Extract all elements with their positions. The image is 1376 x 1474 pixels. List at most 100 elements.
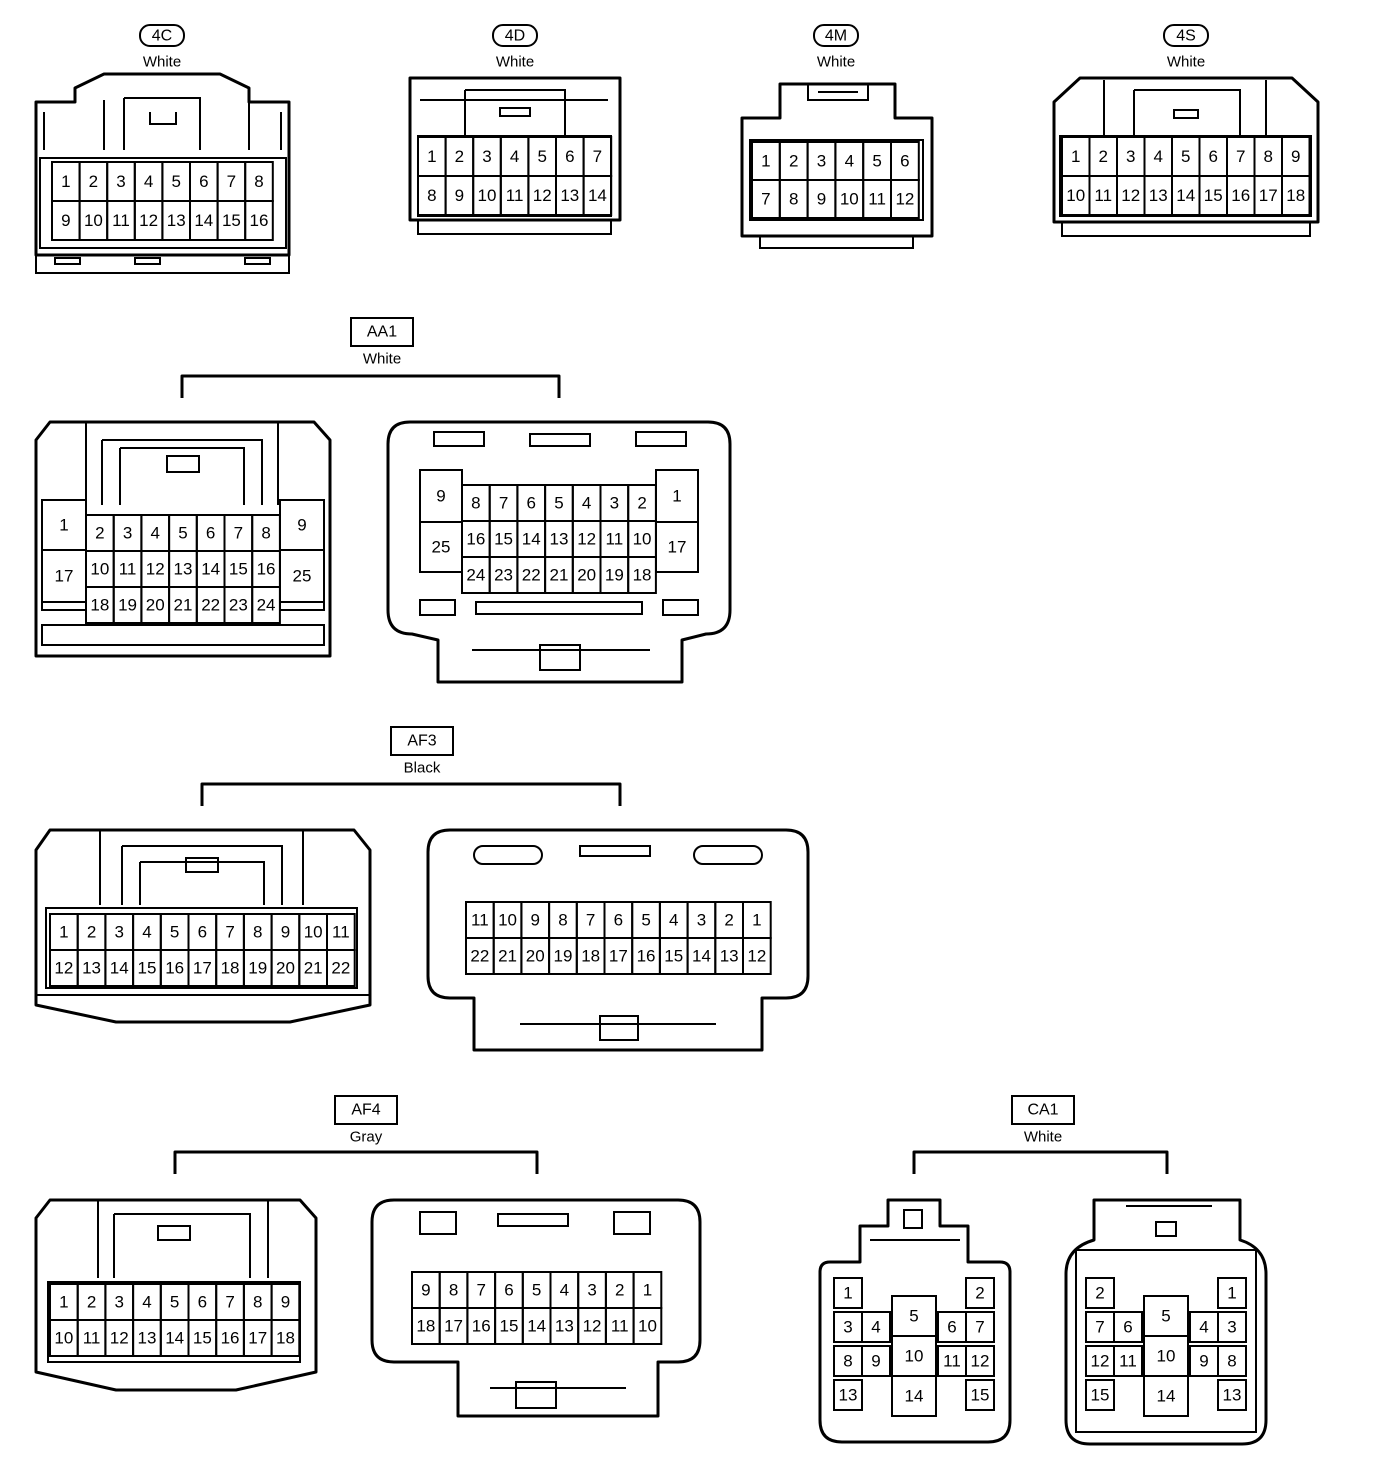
connector-CA1-id-badge — [1011, 1095, 1075, 1125]
connector-AF4-mating-pin-3: 3 — [587, 1281, 596, 1300]
connector-CA1-front-pin-7-cell — [965, 1311, 995, 1343]
connector-AF3-mating-pin-3: 3 — [697, 911, 706, 930]
connector-4C-pin-15: 15 — [222, 211, 241, 230]
connector-4S-pin-10: 10 — [1066, 186, 1085, 205]
connector-AF3-front-pin-19: 19 — [248, 959, 267, 978]
connector-AA1-front-pin-25: 25 — [293, 567, 312, 586]
connector-AF4-mating-pin-10-cell — [632, 1307, 663, 1345]
connector-CA1-front-pin-14-cell — [891, 1375, 937, 1417]
connector-AF3-mating-pin-8: 8 — [558, 911, 567, 930]
connector-AF4-mating-pin-8: 8 — [449, 1281, 458, 1300]
connector-4M: 4M White — [740, 24, 934, 249]
connector-CA1-mating-pin-6-cell — [1113, 1311, 1143, 1343]
connector-4C-pin-13: 13 — [167, 211, 186, 230]
connector-4D-pin-8: 8 — [427, 186, 436, 205]
connector-AF4-front-pin-17: 17 — [248, 1329, 267, 1348]
connector-AA1-id-badge — [350, 317, 414, 347]
connector-4S-id-badge — [1163, 24, 1209, 47]
connector-AA1-id: AA1 — [367, 324, 397, 341]
connector-AA1-mating-pin-19: 19 — [605, 566, 624, 585]
connector-AF4-front-pin-9: 9 — [281, 1293, 290, 1312]
connector-4S-pin-3: 3 — [1126, 147, 1135, 166]
connector-CA1-mating-pin-3-cell — [1217, 1311, 1247, 1343]
connector-4C: 4C White — [34, 24, 291, 274]
connector-AF3-id: AF3 — [407, 733, 436, 750]
connector-AA1-mating-pin-1: 1 — [672, 487, 681, 506]
connector-AA1-front-pin-3: 3 — [123, 524, 132, 543]
connector-4M-pin-5: 5 — [872, 152, 881, 171]
connector-4D-pin-12: 12 — [533, 186, 552, 205]
connector-AF3-front-pin-5: 5 — [170, 923, 179, 942]
connector-AA1-front-pin-11: 11 — [119, 560, 137, 579]
connector-4M-pin-6: 6 — [900, 152, 909, 171]
connector-AA1-mating-pin-21: 21 — [549, 566, 568, 585]
connector-AA1-front-pin-13: 13 — [173, 560, 192, 579]
connector-AA1-front-pin-24-cell — [251, 586, 281, 624]
connector-AA1: AA1 White — [34, 317, 732, 684]
connector-4D-pin-14: 14 — [588, 186, 607, 205]
connector-AF3-front-pin-13: 13 — [82, 959, 101, 978]
connector-CA1-front-pin-8: 8 — [843, 1352, 852, 1371]
connector-AF3-mating-pin-18: 18 — [581, 947, 600, 966]
connector-AF4-mating-pin-12: 12 — [583, 1317, 602, 1336]
connector-AF4-mating-pin-9: 9 — [421, 1281, 430, 1300]
connector-AF3-front-pin-6: 6 — [198, 923, 207, 942]
connector-4D-pin-14-cell — [582, 175, 613, 216]
connector-4D-pin-11: 11 — [506, 186, 524, 205]
connector-4C-pin-7: 7 — [227, 172, 236, 191]
connector-4M-color: White — [817, 54, 855, 71]
connector-CA1-mating-pin-4: 4 — [1199, 1318, 1208, 1337]
connector-AF4-id-badge — [334, 1095, 398, 1125]
connector-AF3-mating-pin-1: 1 — [752, 911, 761, 930]
connector-AF4-front-pin-3: 3 — [115, 1293, 124, 1312]
connector-AF3-front-pin-21: 21 — [304, 959, 323, 978]
connector-CA1-mating-pin-2: 2 — [1095, 1284, 1104, 1303]
connector-AF4-mating-pin-18: 18 — [416, 1317, 435, 1336]
connector-AF4-mating-pin-15: 15 — [499, 1317, 518, 1336]
connector-AF4-front-pin-6: 6 — [198, 1293, 207, 1312]
connector-AF3-mating-pin-21: 21 — [498, 947, 517, 966]
connector-AF4-mating-pin-16: 16 — [472, 1317, 491, 1336]
connector-AF3-mating-pin-22: 22 — [470, 947, 489, 966]
connector-AA1-mating-pin-13: 13 — [549, 530, 568, 549]
connector-4D-pin-2: 2 — [455, 147, 464, 166]
connector-AA1-front-pin-15: 15 — [229, 560, 248, 579]
connector-CA1-front-pin-15-cell — [965, 1379, 995, 1411]
connector-4S-pin-1: 1 — [1071, 147, 1080, 166]
connector-AF3: AF3 Black — [34, 726, 810, 1052]
connector-AF3-mating-pin-7: 7 — [586, 911, 595, 930]
connector-4S-pin-6: 6 — [1209, 147, 1218, 166]
connector-4S-pin-9: 9 — [1291, 147, 1300, 166]
connector-4C-pin-11: 11 — [112, 211, 130, 230]
connector-AA1-mating-pin-23: 23 — [494, 566, 513, 585]
connector-4C-pin-10: 10 — [84, 211, 103, 230]
connector-CA1-front-pin-1: 1 — [843, 1284, 852, 1303]
connector-4C-color: White — [143, 54, 181, 71]
connector-AA1-front-pin-6: 6 — [206, 524, 215, 543]
connector-AA1-front-pin-7: 7 — [234, 524, 243, 543]
connector-CA1-front-pin-4: 4 — [871, 1318, 880, 1337]
connector-AF3-mating-pin-6: 6 — [614, 911, 623, 930]
connector-4C-pin-5: 5 — [171, 172, 180, 191]
connector-CA1-front-pin-10: 10 — [905, 1347, 924, 1366]
connector-AA1-front-pin-12: 12 — [146, 560, 165, 579]
connector-AF4-front-pin-5: 5 — [170, 1293, 179, 1312]
connector-AA1-mating-pin-2: 2 — [637, 494, 646, 513]
connector-CA1-mating-pin-13-cell — [1217, 1379, 1247, 1411]
connector-CA1-mating-pin-11-cell — [1113, 1345, 1143, 1377]
connector-AA1-front-pin-19: 19 — [118, 596, 137, 615]
connector-4C-pin-8: 8 — [254, 172, 263, 191]
connector-AF3-front-pin-2: 2 — [87, 923, 96, 942]
connector-4D-pin-13: 13 — [560, 186, 579, 205]
connector-4M-id: 4M — [825, 28, 847, 45]
connector-4C-pin-3: 3 — [116, 172, 125, 191]
connector-AF4-front-pin-1: 1 — [59, 1293, 68, 1312]
connector-AF3-front-pin-8: 8 — [253, 923, 262, 942]
connector-CA1-mating-pin-13: 13 — [1223, 1386, 1242, 1405]
connector-AF3-front-pin-17: 17 — [193, 959, 212, 978]
connector-AF3-mating-pin-14: 14 — [692, 947, 711, 966]
connector-CA1-mating-pin-12: 12 — [1091, 1352, 1110, 1371]
connector-AA1-mating-pin-16: 16 — [466, 530, 485, 549]
connector-AF4-color: Gray — [350, 1129, 383, 1146]
connector-AF3-front-pin-20: 20 — [276, 959, 295, 978]
